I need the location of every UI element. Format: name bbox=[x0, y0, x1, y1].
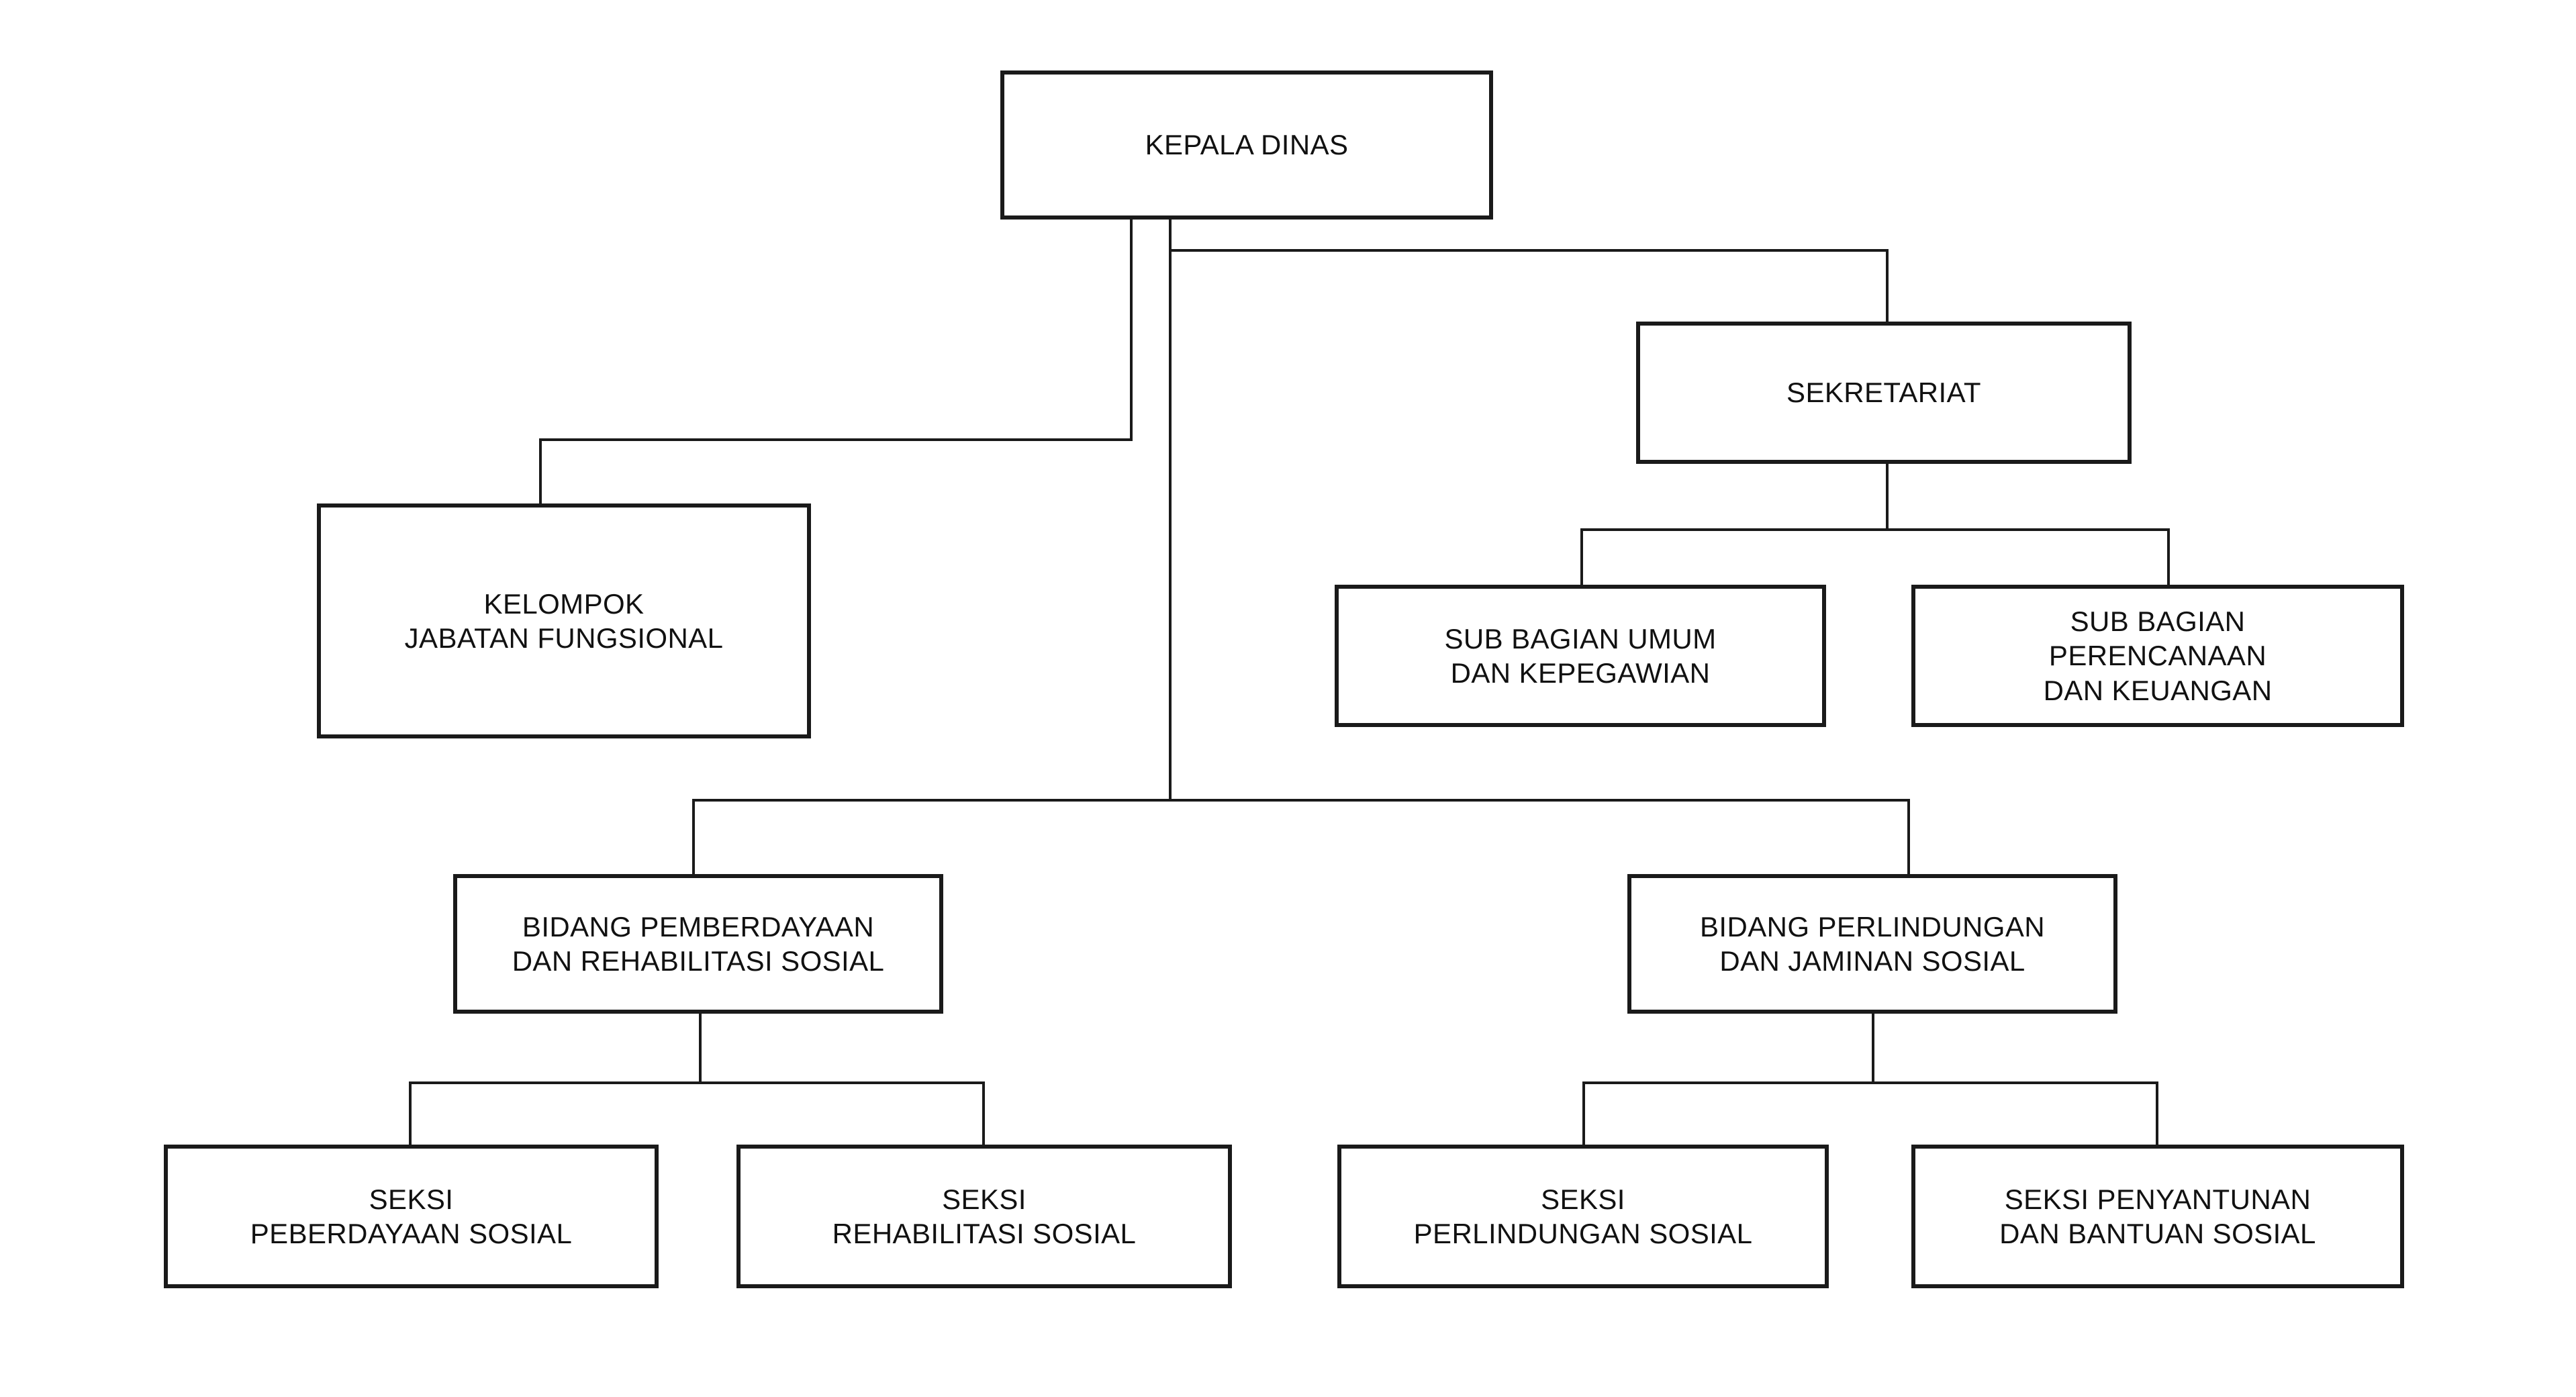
node-seksi-rehabilitasi-sosial[interactable]: SEKSI REHABILITASI SOSIAL bbox=[736, 1145, 1232, 1288]
node-bidang-perlindungan[interactable]: BIDANG PERLINDUNGAN DAN JAMINAN SOSIAL bbox=[1627, 874, 2117, 1014]
node-sekretariat[interactable]: SEKRETARIAT bbox=[1636, 322, 2132, 464]
connector-seksi-penyantunan-drop bbox=[2156, 1081, 2158, 1146]
connector-subbagian-umum-drop bbox=[1580, 528, 1583, 586]
connector-subbagian-horizontal bbox=[1580, 528, 2170, 531]
node-seksi-peberdayaan-sosial[interactable]: SEKSI PEBERDAYAAN SOSIAL bbox=[164, 1145, 659, 1288]
connector-main-trunk bbox=[1169, 218, 1172, 801]
node-label-sub-bagian-umum: SUB BAGIAN UMUM DAN KEPEGAWIAN bbox=[1444, 622, 1717, 689]
connector-seksi-right-horizontal bbox=[1582, 1081, 2158, 1084]
node-label-kelompok-jabatan-fungsional: KELOMPOK JABATAN FUNGSIONAL bbox=[404, 587, 724, 654]
connector-seksi-peberdayaan-drop bbox=[409, 1081, 412, 1146]
connector-seksi-left-horizontal bbox=[409, 1081, 985, 1084]
connector-sekretariat-horizontal bbox=[1169, 249, 1889, 252]
node-label-bidang-pemberdayaan: BIDANG PEMBERDAYAAN DAN REHABILITASI SOS… bbox=[512, 910, 885, 977]
node-sub-bagian-umum[interactable]: SUB BAGIAN UMUM DAN KEPEGAWIAN bbox=[1335, 585, 1826, 727]
node-kelompok-jabatan-fungsional[interactable]: KELOMPOK JABATAN FUNGSIONAL bbox=[317, 503, 811, 738]
node-bidang-pemberdayaan[interactable]: BIDANG PEMBERDAYAAN DAN REHABILITASI SOS… bbox=[453, 874, 943, 1014]
node-sub-bagian-perencanaan[interactable]: SUB BAGIAN PERENCANAAN DAN KEUANGAN bbox=[1911, 585, 2404, 727]
node-label-seksi-peberdayaan-sosial: SEKSI PEBERDAYAAN SOSIAL bbox=[250, 1183, 573, 1249]
connector-bidang-pemberdayaan-down bbox=[699, 1012, 702, 1084]
node-kepala-dinas[interactable]: KEPALA DINAS bbox=[1000, 70, 1493, 220]
node-label-kepala-dinas: KEPALA DINAS bbox=[1145, 129, 1349, 161]
node-seksi-penyantunan[interactable]: SEKSI PENYANTUNAN DAN BANTUAN SOSIAL bbox=[1911, 1145, 2404, 1288]
connector-kelompok-drop bbox=[539, 438, 542, 505]
connector-kelompok-horizontal bbox=[539, 438, 1133, 441]
node-label-sub-bagian-perencanaan: SUB BAGIAN PERENCANAAN DAN KEUANGAN bbox=[2043, 606, 2273, 706]
connector-subbagian-perencanaan-drop bbox=[2167, 528, 2170, 586]
connector-sekretariat-drop bbox=[1886, 249, 1889, 323]
connector-seksi-rehabilitasi-drop bbox=[982, 1081, 985, 1146]
connector-bidang-perlindungan-down bbox=[1872, 1012, 1874, 1084]
node-label-seksi-rehabilitasi-sosial: SEKSI REHABILITASI SOSIAL bbox=[832, 1183, 1137, 1249]
connector-kepala-to-kelompok-stem bbox=[1130, 218, 1133, 441]
node-label-bidang-perlindungan: BIDANG PERLINDUNGAN DAN JAMINAN SOSIAL bbox=[1699, 910, 2046, 977]
connector-seksi-perlindungan-drop bbox=[1582, 1081, 1585, 1146]
node-label-seksi-penyantunan: SEKSI PENYANTUNAN DAN BANTUAN SOSIAL bbox=[1999, 1183, 2316, 1249]
connector-sekretariat-down bbox=[1886, 463, 1889, 530]
connector-bidang-perlindungan-drop bbox=[1907, 799, 1910, 874]
node-label-seksi-perlindungan-sosial: SEKSI PERLINDUNGAN SOSIAL bbox=[1413, 1183, 1753, 1249]
node-label-sekretariat: SEKRETARIAT bbox=[1786, 377, 1981, 409]
node-seksi-perlindungan-sosial[interactable]: SEKSI PERLINDUNGAN SOSIAL bbox=[1337, 1145, 1829, 1288]
connector-bidang-pemberdayaan-drop bbox=[692, 799, 695, 874]
connector-bidang-horizontal bbox=[692, 799, 1910, 802]
